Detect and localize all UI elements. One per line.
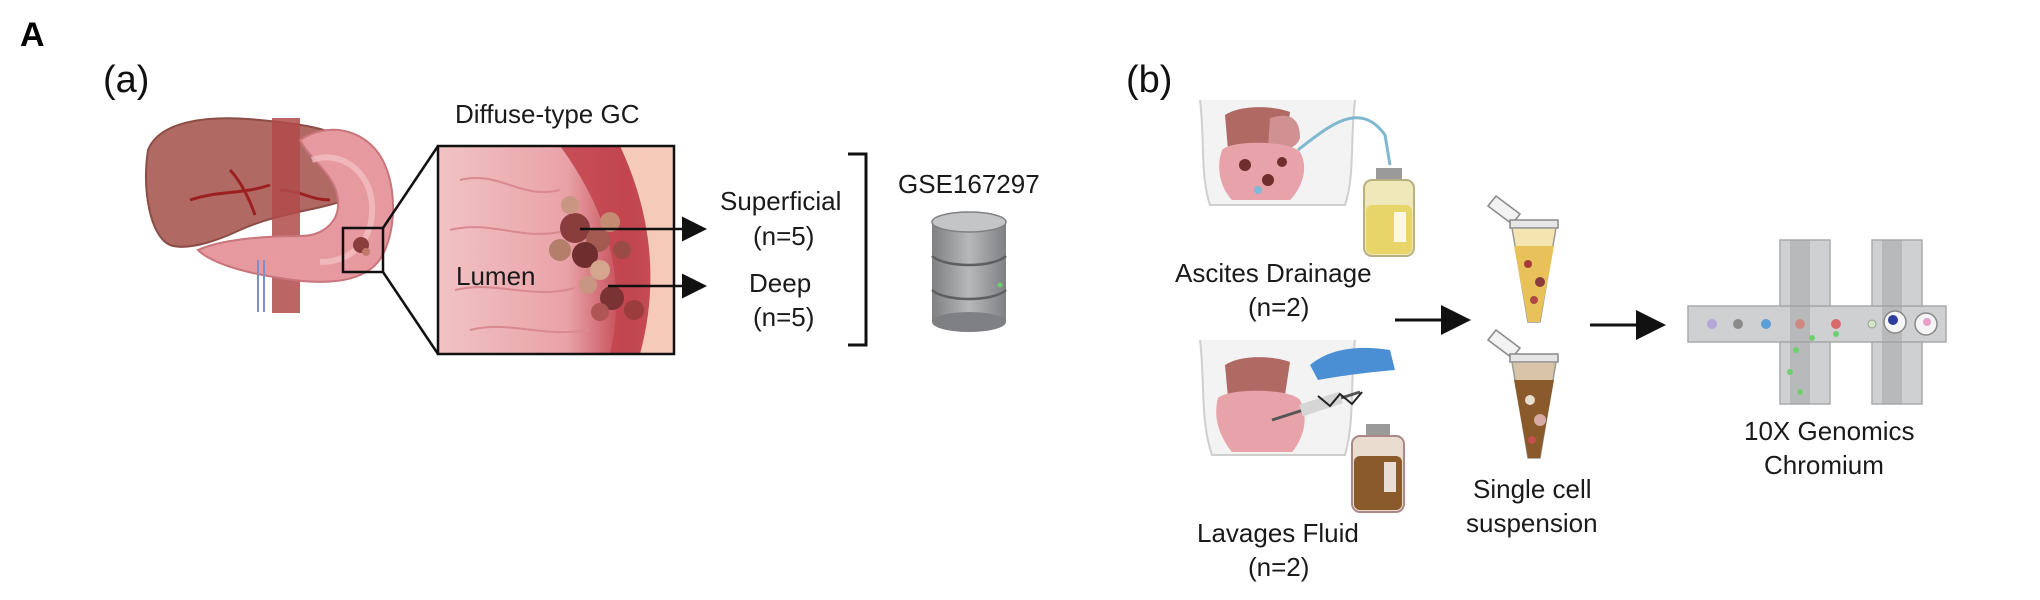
stomach-anatomy-icon	[145, 117, 394, 313]
dataset-label: GSE167297	[898, 169, 1040, 199]
single-cell-line2: suspension	[1466, 508, 1598, 538]
ascites-label: Ascites Drainage	[1175, 258, 1372, 288]
database-icon	[931, 211, 1007, 332]
superficial-n: (n=5)	[753, 221, 814, 251]
torso-syringe-icon	[1199, 339, 1405, 513]
panel-a-title: Diffuse-type GC	[455, 99, 639, 129]
zoom-line-bottom	[381, 271, 440, 355]
single-cell-line1: Single cell	[1473, 474, 1592, 504]
deep-n: (n=5)	[753, 302, 814, 332]
lumen-label: Lumen	[456, 261, 536, 291]
panel-b-label: (b)	[1126, 59, 1172, 101]
genomics-line1: 10X Genomics	[1744, 416, 1915, 446]
tube-icon-yellow	[1486, 194, 1559, 323]
zoom-line-top	[381, 145, 440, 229]
tissue-zoom-icon	[436, 144, 676, 356]
lavage-label: Lavages Fluid	[1197, 518, 1359, 548]
lavage-n: (n=2)	[1248, 552, 1309, 582]
tube-icon-brown	[1486, 328, 1559, 459]
group-bracket	[848, 152, 868, 347]
superficial-label: Superficial	[720, 186, 841, 216]
deep-label: Deep	[749, 268, 811, 298]
panel-a-label: (a)	[103, 59, 149, 101]
genomics-line2: Chromium	[1764, 450, 1884, 480]
microfluidic-chip-icon	[1687, 239, 1947, 405]
ascites-n: (n=2)	[1248, 292, 1309, 322]
zoom-source-box	[341, 226, 385, 274]
torso-drainage-icon	[1199, 99, 1415, 257]
panel-letter: A	[20, 16, 45, 54]
